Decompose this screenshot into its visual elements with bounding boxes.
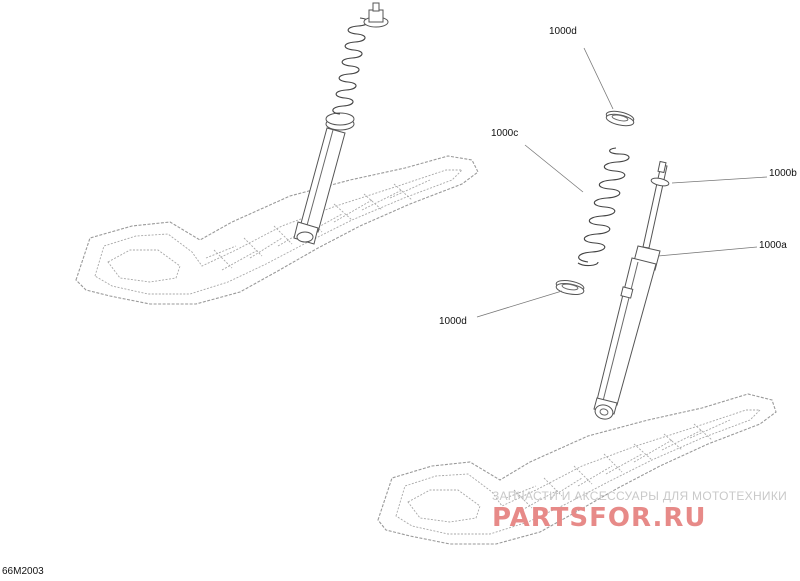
coil-spring-1000c <box>577 147 630 267</box>
lower-ski <box>377 393 777 545</box>
callout-1000a: 1000a <box>759 240 787 251</box>
callout-1000b: 1000b <box>769 168 797 179</box>
leader-1000c <box>524 144 584 193</box>
leader-1000d-top <box>583 47 614 110</box>
leader-1000a <box>657 246 758 257</box>
watermark-logo: PARTSFOR.RU <box>492 503 707 533</box>
callout-1000d-bottom: 1000d <box>439 316 467 327</box>
watermark-tagline: ЗАПЧАСТИ И АКСЕССУАРЫ ДЛЯ МОТОТЕХНИКИ <box>492 489 788 503</box>
callout-1000c: 1000c <box>491 128 519 139</box>
assembled-shock-absorber <box>293 2 389 245</box>
assembled-coil-spring <box>332 17 369 115</box>
upper-spring-seat-1000d <box>605 110 635 127</box>
upper-ski <box>75 155 479 305</box>
lower-spring-seat-1000d <box>555 280 585 295</box>
figure-code: 66M2003 <box>2 566 44 577</box>
leader-1000b <box>671 176 768 184</box>
callout-1000d-top: 1000d <box>549 26 577 37</box>
leader-lines <box>476 47 768 318</box>
shock-absorber-1000a <box>593 160 670 420</box>
leader-1000d-bottom <box>476 290 563 318</box>
